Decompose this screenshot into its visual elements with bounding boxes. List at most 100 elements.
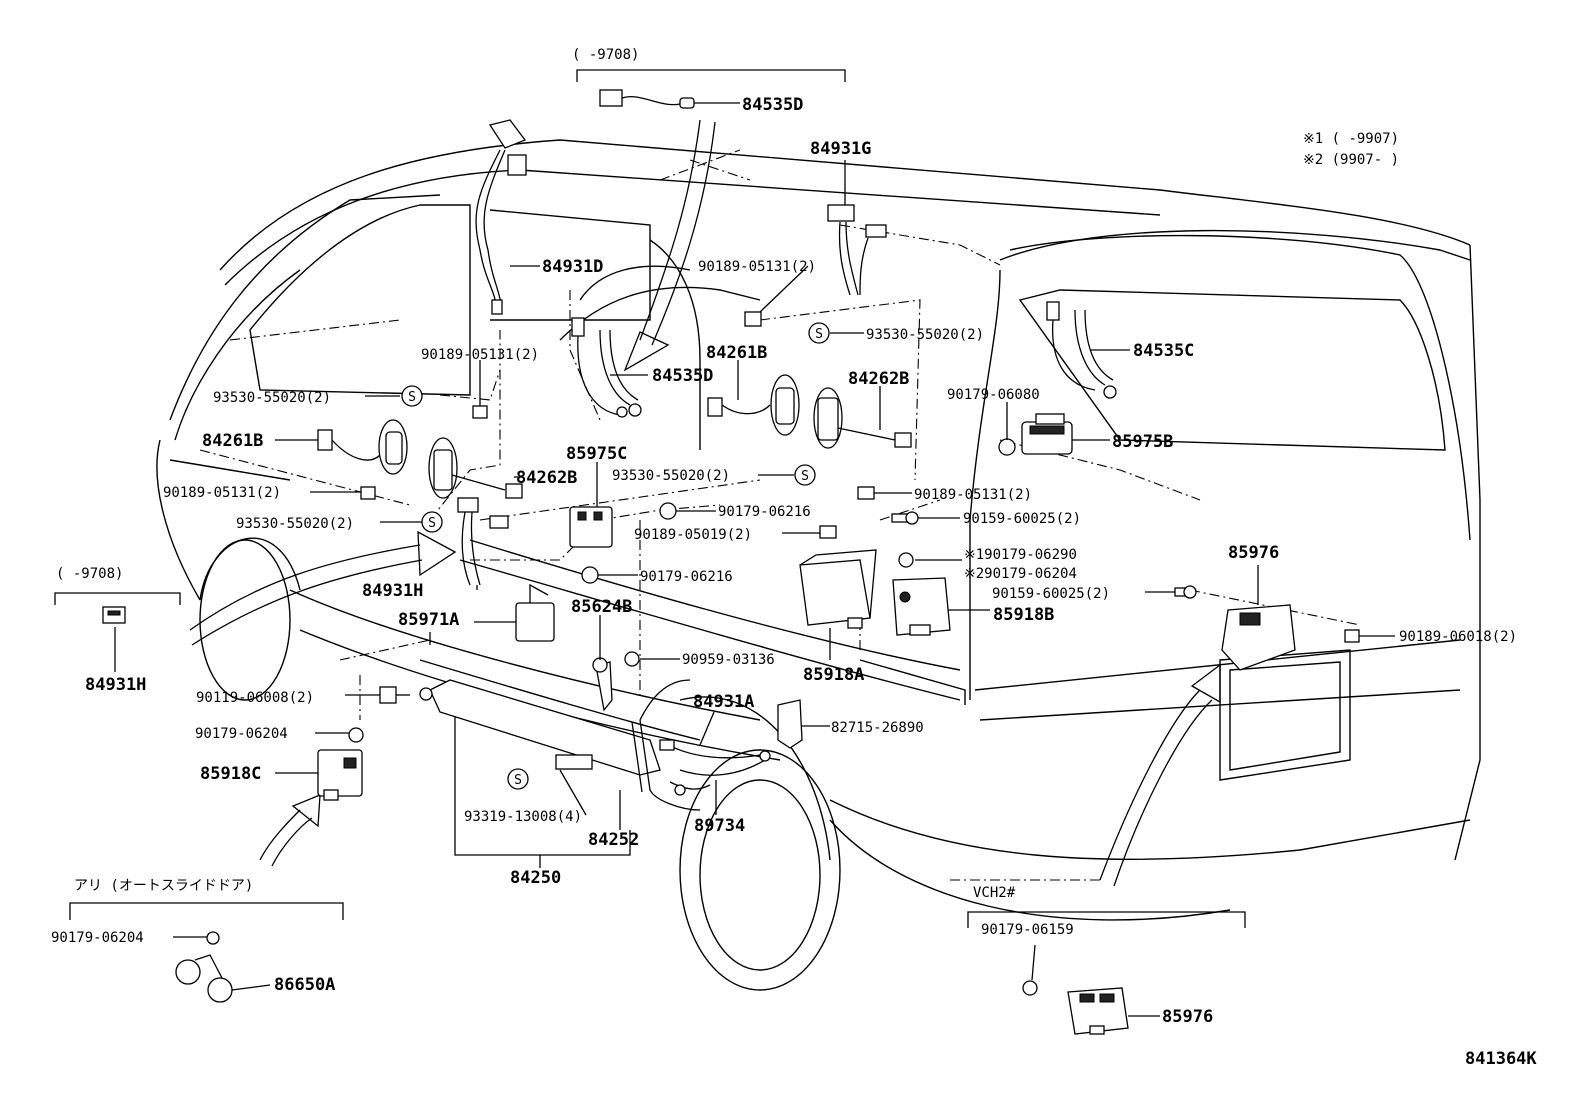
van-body <box>156 139 1481 991</box>
label-85918A: 85918A <box>803 665 864 685</box>
harness-84931G <box>827 204 887 296</box>
nut-e <box>348 727 364 743</box>
group-vch2: VCH2# <box>973 885 1016 901</box>
harness-84931D <box>475 119 527 315</box>
s-mark-4: S <box>421 511 443 533</box>
label-90179-06216-b: 90179-06216 <box>640 569 733 585</box>
label-90179-06204-a: 90179-06204 <box>195 726 288 742</box>
label-93530-55020-a: 93530-55020(2) <box>866 327 984 343</box>
label-84262B-left: 84262B <box>516 468 577 488</box>
s-mark-3: S <box>794 464 816 486</box>
label-84262B-right: 84262B <box>848 369 909 389</box>
label-190179-06290: ※190179-06290 <box>964 547 1077 563</box>
nut-f <box>898 552 914 568</box>
label-90189-05131-d: 90189-05131(2) <box>914 487 1032 503</box>
relay-85971A <box>515 583 555 642</box>
svg-text:S: S <box>428 516 436 531</box>
label-90959-03136: 90959-03136 <box>682 652 775 668</box>
computer-85918B <box>892 577 951 636</box>
legend-note-2: ※2 (9907- ) <box>1303 152 1399 168</box>
switch-85976-top <box>1221 604 1296 671</box>
label-84931H-left: 84931H <box>85 675 146 695</box>
label-84931A: 84931A <box>693 692 754 712</box>
label-86650A: 86650A <box>274 975 335 995</box>
label-85976-top: 85976 <box>1228 543 1279 563</box>
label-90179-06216-a: 90179-06216 <box>718 504 811 520</box>
labels: ( -9708) 84535D ※1 ( -9907) ※2 (9907- ) … <box>51 47 1537 1069</box>
switch-84262B-left <box>428 437 523 499</box>
label-85624B: 85624B <box>571 597 632 617</box>
nut-g <box>206 931 220 945</box>
label-84535C: 84535C <box>1133 341 1194 361</box>
label-90119-06008: 90119-06008(2) <box>196 690 314 706</box>
label-82715-26890: 82715-26890 <box>831 720 924 736</box>
computer-85918A <box>799 549 877 629</box>
label-90159-60025-b: 90159-60025(2) <box>992 586 1110 602</box>
s-mark-2: S <box>808 322 830 344</box>
switch-84261B-mid <box>707 374 800 436</box>
clip-f <box>1344 629 1360 643</box>
harness-84931A <box>639 679 771 796</box>
label-85975B: 85975B <box>1112 432 1173 452</box>
label-85918C: 85918C <box>200 764 261 784</box>
svg-text:S: S <box>408 390 416 405</box>
switch-85976-bottom <box>1067 987 1129 1035</box>
clip-b <box>744 311 762 327</box>
group-brackets <box>54 69 1246 928</box>
bolt-90119-06008 <box>379 686 410 704</box>
relay-85975B <box>1021 413 1073 455</box>
label-84261B-mid: 84261B <box>706 343 767 363</box>
leader-lines <box>114 160 1395 1017</box>
label-93530-55020-b: 93530-55020(2) <box>213 390 331 406</box>
nut-c <box>581 566 599 584</box>
label-85976-bottom: 85976 <box>1162 1007 1213 1027</box>
diagram-id: 841364K <box>1465 1049 1537 1069</box>
label-290179-06204: ※290179-06204 <box>964 566 1077 582</box>
label-90179-06204-b: 90179-06204 <box>51 930 144 946</box>
label-84250: 84250 <box>510 868 561 888</box>
actuator-86650A <box>175 954 271 1003</box>
switch-84261B-left <box>317 419 408 475</box>
label-93530-55020-d: 93530-55020(2) <box>236 516 354 532</box>
computer-85918C <box>317 749 363 801</box>
svg-text:S: S <box>514 773 522 788</box>
label-89734: 89734 <box>694 816 745 836</box>
label-84252: 84252 <box>588 830 639 850</box>
clip-a <box>472 405 488 419</box>
harness-84535D-mid <box>571 317 642 418</box>
clip-e <box>819 525 837 539</box>
sensor-85624B <box>592 657 613 712</box>
s-mark-5: S <box>507 768 529 790</box>
bracket-82715-26890 <box>777 699 803 749</box>
label-84931G: 84931G <box>810 139 871 159</box>
label-85975C: 85975C <box>566 444 627 464</box>
screw-90159-60025-a <box>891 511 919 525</box>
range-left: ( -9708) <box>56 566 123 582</box>
label-85971A: 85971A <box>398 610 459 630</box>
label-90189-05019: 90189-05019(2) <box>634 527 752 543</box>
screw-marks: S S S S S <box>401 322 830 790</box>
range-top: ( -9708) <box>572 47 639 63</box>
legend-note-1: ※1 ( -9907) <box>1303 131 1399 147</box>
label-93319-13008: 93319-13008(4) <box>464 809 582 825</box>
svg-text:S: S <box>815 327 823 342</box>
label-90159-60025-a: 90159-60025(2) <box>963 511 1081 527</box>
connector-84931H-left <box>102 606 126 624</box>
nut-d <box>624 651 640 667</box>
part-drawings <box>102 89 1360 1035</box>
label-90189-06018: 90189-06018(2) <box>1399 629 1517 645</box>
label-90189-05131-c: 90189-05131(2) <box>163 485 281 501</box>
nut-h <box>1022 980 1038 996</box>
label-84931H-mid: 84931H <box>362 581 423 601</box>
nut-b <box>659 502 677 520</box>
clip-c <box>360 486 376 500</box>
harness-84535C <box>1046 301 1117 399</box>
svg-text:S: S <box>801 469 809 484</box>
label-90179-06159: 90179-06159 <box>981 922 1074 938</box>
relay-85975C <box>569 506 613 548</box>
label-90179-06080: 90179-06080 <box>947 387 1040 403</box>
harness-84252 <box>419 679 701 811</box>
screw-90159-60025-b <box>1174 585 1197 599</box>
label-84931D: 84931D <box>542 257 603 277</box>
